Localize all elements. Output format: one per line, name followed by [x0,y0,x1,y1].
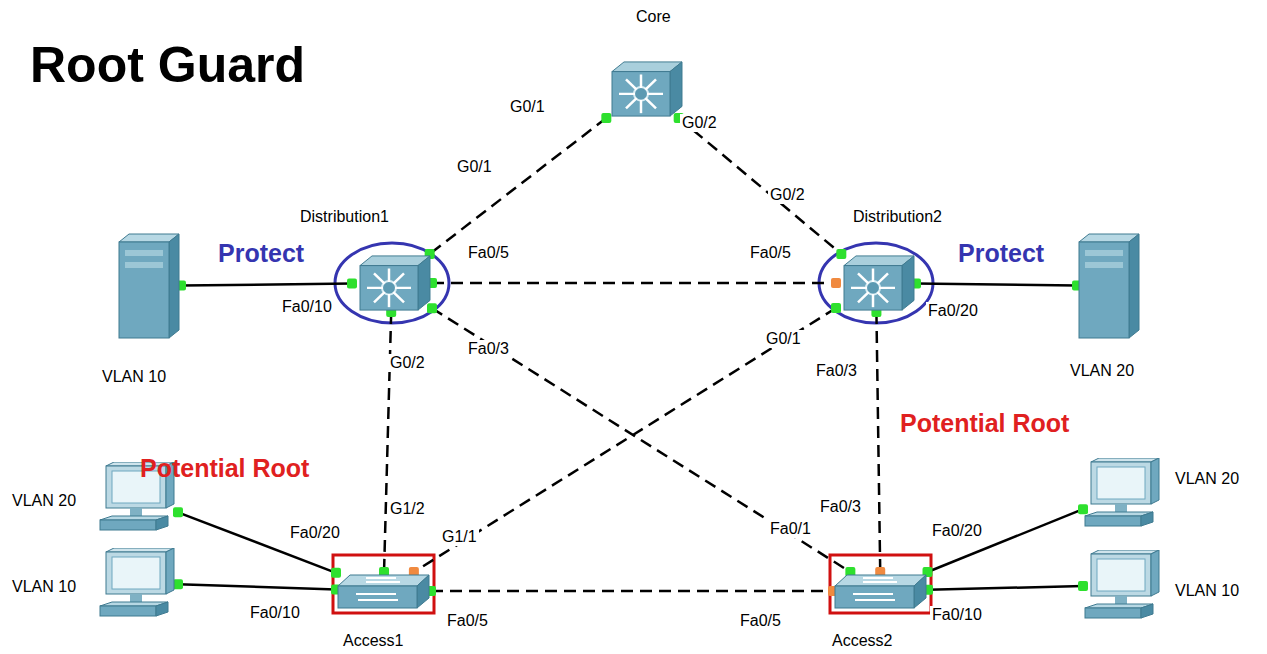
device-label: VLAN 20 [1175,470,1239,488]
device-label: VLAN 10 [1175,582,1239,600]
protect-ellipse [819,243,933,323]
root-label: Potential Root [900,410,1069,438]
port-label: Fa0/5 [748,244,793,262]
ethernet-link [928,586,1083,590]
port-label: G0/2 [768,186,807,204]
ethernet-link [181,283,352,285]
port-label: Fa0/5 [445,612,490,630]
port-label: G0/1 [764,330,803,348]
port-label: Fa0/20 [926,302,980,320]
switch-icon: Distribution1 [352,254,432,312]
server-icon: VLAN 20 [1077,232,1141,340]
port-status-dot [1078,504,1088,514]
port-status-dot [331,568,341,578]
device-label: VLAN 10 [102,368,166,386]
port-label: G0/2 [680,114,719,132]
protect-label: Protect [958,240,1044,268]
port-status-dot [173,507,183,517]
ethernet-link [178,584,336,589]
port-label: Fa0/10 [280,298,334,316]
port-label: G0/1 [455,158,494,176]
root-label: Potential Root [140,455,309,483]
pc-icon: VLAN 10 [1083,550,1163,620]
port-status-dot [601,113,611,123]
port-status-dot [347,278,357,288]
trunk-link [431,590,833,593]
port-label: Fa0/10 [930,606,984,624]
ethernet-link [916,284,1077,286]
port-label: G1/1 [440,528,479,546]
switch-icon: Core [604,60,684,118]
port-label: Fa0/1 [768,520,813,538]
pc-icon: VLAN 20 [1083,458,1163,528]
port-status-dot [831,278,841,288]
trunk-link [432,308,850,572]
port-status-dot [427,303,437,313]
device-label: Access1 [343,632,403,650]
trunk-link [430,118,607,254]
trunk-link [876,312,880,572]
port-label: G0/1 [508,98,547,116]
device-label: Access2 [832,632,892,650]
switch-icon: Access2 [833,572,928,610]
port-label: Fa0/5 [466,244,511,262]
server-icon: VLAN 10 [117,232,181,340]
pc-icon: VLAN 10 [98,548,178,618]
trunk-link [432,282,836,285]
port-status-dot [831,303,841,313]
trunk-link [679,118,842,254]
ethernet-link [928,509,1083,572]
trunk-link [414,308,836,572]
device-label: VLAN 20 [1070,362,1134,380]
switch-icon: Access1 [336,572,431,610]
port-status-dot [1078,581,1088,591]
port-label: Fa0/10 [248,604,302,622]
port-label: G1/2 [388,500,427,518]
device-label: Distribution2 [853,208,942,226]
port-label: Fa0/3 [814,362,859,380]
device-label: VLAN 10 [12,578,76,596]
device-label: Core [636,8,671,26]
ethernet-link [178,512,336,572]
device-label: Distribution1 [300,208,389,226]
device-label: VLAN 20 [12,492,76,510]
port-label: Fa0/3 [466,340,511,358]
diagram-title: Root Guard [30,38,305,93]
port-label: Fa0/5 [738,612,783,630]
port-label: Fa0/20 [288,524,342,542]
port-status-dot [836,249,846,259]
trunk-link [384,312,391,572]
port-label: G0/2 [388,354,427,372]
switch-icon: Distribution2 [836,254,916,312]
port-label: Fa0/20 [930,522,984,540]
protect-label: Protect [218,240,304,268]
port-label: Fa0/3 [818,498,863,516]
protect-ellipse [335,243,449,323]
